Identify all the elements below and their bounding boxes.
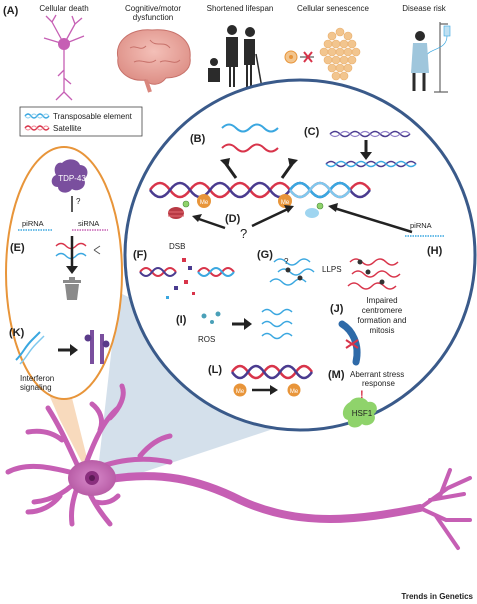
item-label-cognitive: Cognitive/motor [125, 4, 181, 13]
panel-c-label: (C) [304, 126, 320, 138]
panel-h-label: (H) [427, 245, 443, 257]
brain-icon [116, 29, 191, 93]
circle-panel: (B) (C) Me Me [123, 78, 477, 432]
interferon-icon [84, 330, 110, 364]
nucleosome-icon-left [168, 207, 184, 219]
people-aging-icon [208, 25, 263, 89]
panel-a: (A) Cellular death Cognitive/motor dysfu… [3, 4, 451, 101]
me-label-4: Me [290, 389, 299, 395]
m-text-1: Aberrant stress [350, 370, 404, 379]
me-marker-1 [197, 194, 211, 208]
me-label-2: Me [281, 200, 290, 206]
me-marker-3 [233, 383, 247, 397]
j-text-4: mitosis [370, 326, 395, 335]
legend-te: Transposable element [53, 112, 133, 121]
legend: Transposable element Satellite [19, 106, 143, 137]
footer-journal: Trends in Genetics [401, 592, 473, 601]
d-question: ? [240, 226, 247, 241]
j-text-2: centromere [362, 306, 403, 315]
neuron-illustration [5, 383, 472, 550]
pirna-left-label: piRNA [22, 219, 44, 228]
m-text-2: response [362, 379, 395, 388]
panel-a-label: (A) [3, 5, 19, 17]
llps-red-icon [347, 258, 401, 290]
panel-j-label: (J) [330, 303, 344, 315]
legend-sat: Satellite [53, 124, 82, 133]
llps-label: LLPS [322, 265, 342, 274]
panel-f-label: (F) [133, 249, 147, 261]
ros-label: ROS [198, 335, 215, 344]
j-text-1: Impaired [366, 296, 397, 305]
item-label-cognitive-2: dysfunction [133, 13, 173, 22]
tdp43-question: ? [76, 197, 81, 206]
item-label-disease-risk: Disease risk [402, 4, 447, 13]
dsb-label: DSB [169, 242, 185, 251]
trash-icon [63, 277, 81, 300]
item-label-lifespan: Shortened lifespan [207, 4, 274, 13]
hsf1-label: HSF1 [352, 409, 373, 418]
g-question: ? [284, 257, 289, 266]
dna-helix-icon [148, 181, 372, 199]
panel-i-label: (I) [176, 314, 187, 326]
panel-k-label: (K) [9, 327, 25, 339]
sirna-label: siRNA [78, 219, 99, 228]
k-label-2: signaling [20, 383, 52, 392]
item-label-senescence: Cellular senescence [297, 4, 370, 13]
j-text-3: formation and [358, 316, 407, 325]
neuron-icon [43, 14, 85, 101]
me-marker-2 [278, 194, 292, 208]
senescent-cells-icon [284, 27, 361, 81]
me-label-3: Me [236, 389, 245, 395]
panel-e-label: (E) [10, 242, 25, 254]
panel-m-label: (M) [328, 369, 345, 381]
oval-panel: TDP-43 ? piRNA siRNA (E) (K) Interferon [5, 146, 123, 400]
tdp43-label: TDP-43 [58, 174, 86, 183]
me-label-1: Me [200, 200, 209, 206]
pirna-right-label: piRNA [410, 221, 432, 230]
alert-icon: ! [360, 389, 364, 401]
scissors-icon [93, 245, 101, 255]
ros-icon [201, 311, 221, 324]
panel-l-label: (L) [208, 364, 222, 376]
k-label-1: Interferon [20, 374, 54, 383]
chromosome-icon [338, 320, 361, 366]
llps-condensate-icon [269, 258, 315, 286]
panel-d-label: (D) [225, 213, 241, 225]
me-marker-4 [287, 383, 301, 397]
tdp43-blob-icon [51, 159, 88, 193]
panel-g-label: (G) [257, 249, 273, 261]
nucleosome-icon-right [305, 202, 324, 218]
item-label-cellular-death: Cellular death [39, 4, 88, 13]
patient-iv-icon [411, 22, 451, 93]
dna-fragments-icon [166, 258, 195, 299]
panel-b-label: (B) [190, 133, 206, 145]
hsf1-blob-icon [342, 397, 377, 428]
